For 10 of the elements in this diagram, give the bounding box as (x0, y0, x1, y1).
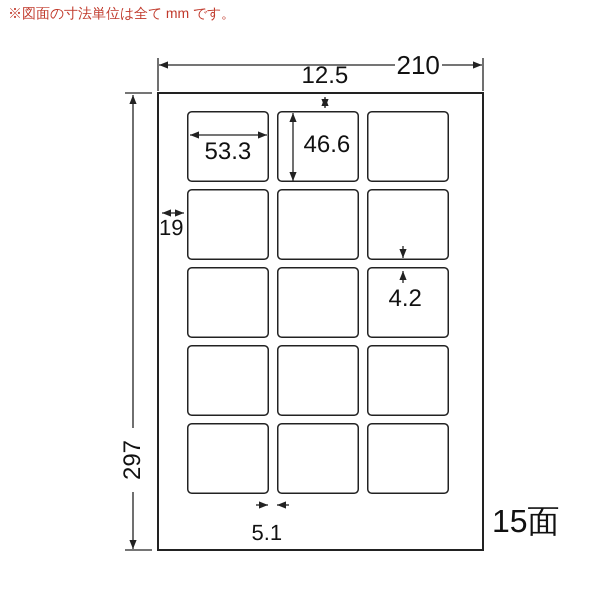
dimension-label: 4.2 (388, 287, 422, 311)
dimension-label: 12.5 (302, 64, 348, 88)
sheet-count-label: 15面 (492, 505, 560, 537)
dimension-label: 46.6 (304, 133, 350, 157)
dimension-label: 19 (159, 217, 184, 239)
dimension-label: 297 (121, 440, 146, 480)
note-text: ※図面の寸法単位は全て mm です。 (8, 6, 236, 20)
dimension-label: 53.3 (204, 140, 252, 164)
dimension-label: 5.1 (252, 522, 282, 544)
dimension-label: 210 (396, 52, 440, 78)
